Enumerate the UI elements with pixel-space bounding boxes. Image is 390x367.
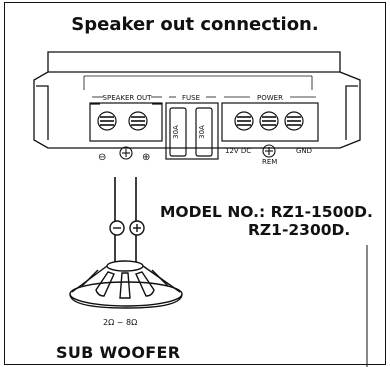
wire-terminal-plus-icon <box>129 220 145 236</box>
speaker-out-terminal-block <box>89 102 163 142</box>
fuse-block <box>165 102 219 160</box>
supply-12v-label: 12V DC <box>225 147 251 155</box>
subwoofer-label: SUB WOOFER <box>56 343 181 362</box>
wire-terminal-minus-icon <box>109 220 125 236</box>
rem-label: REM <box>262 158 277 166</box>
power-terminal-block <box>221 102 319 142</box>
model-number-line-1: MODEL NO.: RZ1-1500D. <box>160 203 373 221</box>
rem-screw-icon <box>262 144 276 158</box>
panel-minus-sign: ⊖ <box>98 152 106 163</box>
fuse-label: FUSE <box>182 94 200 102</box>
impedance-label: 2Ω ~ 8Ω <box>103 318 138 327</box>
model-number-line-2: RZ1-2300D. <box>248 221 351 239</box>
subwoofer-icon <box>69 260 183 309</box>
diagram-title: Speaker out connection. <box>71 14 319 35</box>
amplifier-body <box>33 51 361 149</box>
fuse-rating-1: 30A <box>172 125 180 139</box>
diagram-frame <box>4 2 386 365</box>
panel-ground-screw-icon <box>119 146 133 160</box>
power-label: POWER <box>257 94 283 102</box>
fuse-rating-2: 30A <box>198 125 206 139</box>
speaker-out-label: SPEAKER OUT <box>103 94 153 102</box>
panel-plus-sign: ⊕ <box>142 152 150 163</box>
speaker-wires <box>114 177 137 262</box>
gnd-label: GND <box>296 147 312 155</box>
